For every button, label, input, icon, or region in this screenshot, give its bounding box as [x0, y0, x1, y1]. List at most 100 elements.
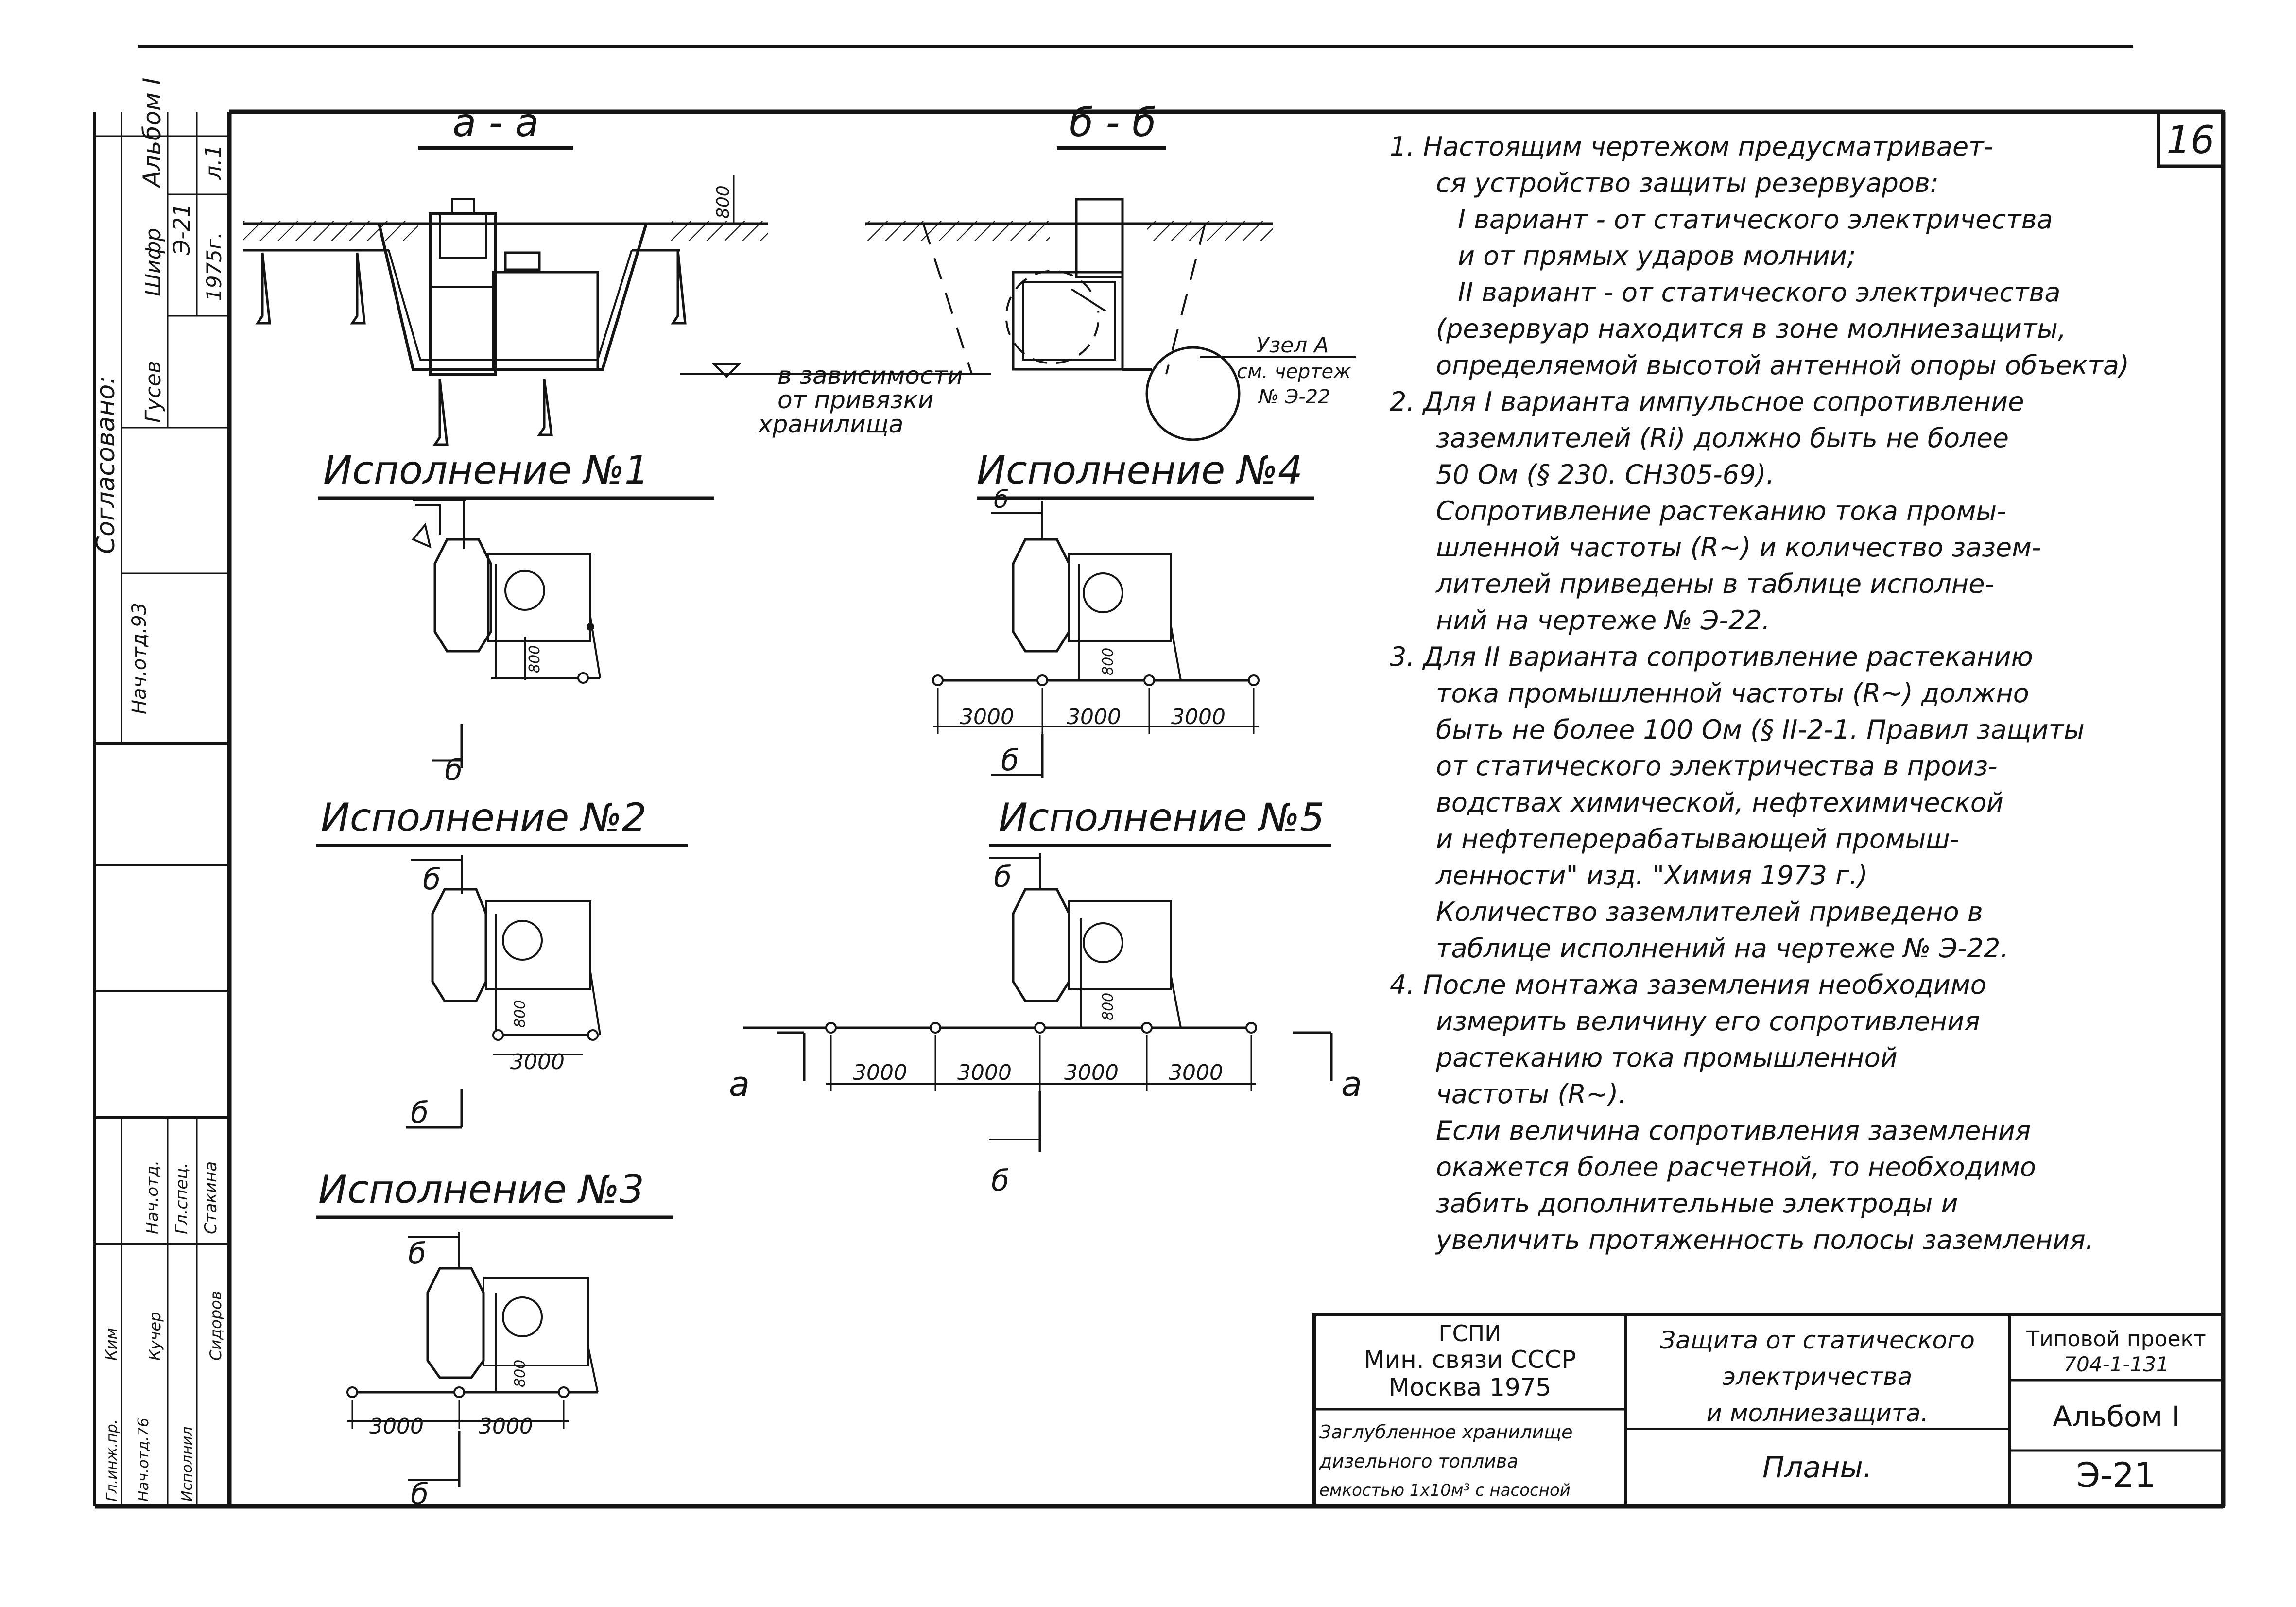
- v4-dim-3000-c: 3000: [1171, 705, 1226, 729]
- drawing-frame: [93, 109, 2226, 1509]
- note-line-30: забить дополнительные электроды и: [1436, 1188, 1958, 1219]
- note-line-19: водствах химической, нефтехимической: [1436, 787, 2003, 818]
- variant-2-title: Исполнение №2: [321, 795, 647, 840]
- strip-name-3: Ким: [102, 1328, 121, 1361]
- strip-sheet-no: л.1: [200, 144, 226, 180]
- section-aa-title: а - а: [452, 100, 539, 145]
- sheet-number: 16: [2166, 119, 2214, 162]
- notes-block: 1. Настоящим чертежом предусматривает-ся…: [1390, 131, 2129, 1255]
- album-label: Альбом I: [2053, 1400, 2179, 1433]
- note-line-11: Сопротивление растеканию тока промы-: [1436, 496, 2006, 526]
- note-line-22: Количество заземлителей приведено в: [1436, 897, 1983, 927]
- cut-a-left: а: [729, 1064, 750, 1104]
- v5-dim-3000-d: 3000: [1169, 1060, 1223, 1085]
- drawing-kind: Планы.: [1762, 1451, 1872, 1485]
- v5-dim-800: 800: [1100, 993, 1117, 1020]
- v5-dim-3000-a: 3000: [853, 1060, 907, 1085]
- strip-agreed-name: Гусев: [141, 361, 166, 423]
- v4-dim-3000-b: 3000: [1067, 705, 1121, 729]
- variant-5: Исполнение №5 б 800 3000 3000 3000 3000 …: [729, 795, 1362, 1198]
- section-bb: б - б Узел А см. чертеж № Э-22: [865, 100, 1356, 441]
- note-line-29: окажется более расчетной, то необходимо: [1436, 1152, 2036, 1182]
- note-line-8: 2. Для I варианта импульсное сопротивлен…: [1390, 386, 2024, 417]
- v2-cut-mark-bottom: б: [411, 1096, 429, 1130]
- variant-4: Исполнение №4 б 800 3000 3000 3000 б: [932, 448, 1314, 778]
- org-line-2: Мин. связи СССР: [1364, 1346, 1576, 1374]
- object-line-3: емкостью 1х10м³ с насосной: [1319, 1481, 1571, 1500]
- section-bb-title: б - б: [1070, 100, 1156, 145]
- depth-note-3: хранилища: [757, 410, 903, 438]
- note-line-18: от статического электричества в произ-: [1436, 751, 1998, 781]
- note-line-15: 3. Для II варианта сопротивление растека…: [1390, 641, 2033, 672]
- note-line-17: быть не более 100 Ом (§ II-2-1. Правил з…: [1436, 714, 2085, 745]
- note-line-1: 1. Настоящим чертежом предусматривает-: [1390, 131, 1993, 162]
- strip-stamp: Стакина: [201, 1161, 221, 1234]
- left-strip: Альбом I Э-21 л.1 1975г. Шифр Согласован…: [91, 78, 229, 1506]
- v5-cut-mark-bottom: б: [991, 1164, 1009, 1198]
- note-line-28: Если величина сопротивления заземления: [1436, 1115, 2031, 1146]
- note-line-10: 50 Ом (§ 230. СН305-69).: [1436, 459, 1775, 490]
- strip-name-4: Кучер: [146, 1312, 164, 1361]
- note-line-9: заземлителей (Ri) должно быть не более: [1436, 423, 2009, 453]
- variant-4-title: Исполнение №4: [977, 448, 1303, 493]
- drawing-line-3: и молниезащита.: [1706, 1399, 1928, 1427]
- note-line-4: и от прямых ударов молнии;: [1458, 241, 1856, 271]
- drawing-line-2: электричества: [1723, 1363, 1913, 1391]
- v1-dim-800: 800: [526, 645, 543, 673]
- org-line-3: Москва 1975: [1389, 1373, 1552, 1401]
- strip-dept-head: Нач.отд.93: [128, 603, 151, 714]
- variant-3-title: Исполнение №3: [318, 1167, 644, 1212]
- strip-agreed: Согласовано:: [91, 376, 121, 554]
- object-line-1: Заглубленное хранилище: [1319, 1421, 1572, 1443]
- v3-dim-3000-b: 3000: [479, 1414, 533, 1439]
- v5-dim-3000-c: 3000: [1064, 1060, 1119, 1085]
- variant-5-title: Исполнение №5: [999, 795, 1325, 840]
- note-line-2: ся устройство защиты резервуаров:: [1436, 168, 1939, 198]
- section-aa: а - а 800 в зависимости от привязки хран…: [243, 100, 991, 446]
- drawing-line-1: Защита от статического: [1660, 1326, 1975, 1354]
- note-line-23: таблице исполнений на чертеже № Э-22.: [1436, 933, 2009, 964]
- v1-cut-mark: б: [445, 753, 463, 787]
- note-line-21: ленности" изд. "Химия 1973 г.): [1435, 860, 1868, 891]
- v2-dim-3000: 3000: [510, 1050, 565, 1074]
- project-label: Типовой проект: [2026, 1327, 2206, 1351]
- note-line-12: шленной частоты (R~) и количество зазем-: [1436, 532, 2041, 563]
- strip-role-3: Гл.инж.пр.: [104, 1419, 121, 1502]
- note-line-6: (резервуар находится в зоне молниезащиты…: [1436, 313, 2066, 344]
- v3-cut-mark-bottom: б: [411, 1477, 429, 1511]
- note-line-25: измерить величину его сопротивления: [1436, 1006, 1980, 1037]
- note-line-5: II вариант - от статического электричест…: [1458, 277, 2060, 308]
- note-line-24: 4. После монтажа заземления необходимо: [1390, 969, 1986, 1000]
- v4-cut-mark-bottom: б: [1001, 743, 1019, 778]
- strip-album: Альбом I: [138, 78, 166, 189]
- cut-a-right: а: [1341, 1064, 1362, 1104]
- depth-dim: 800: [713, 185, 733, 219]
- node-a-callout: [1145, 346, 1241, 441]
- note-line-20: и нефтеперерабатывающей промыш-: [1436, 824, 1959, 854]
- v4-cut-mark-top: б: [994, 485, 1009, 514]
- variant-3: Исполнение №3 б 800 3000 3000 б: [316, 1167, 673, 1511]
- v5-dim-3000-b: 3000: [957, 1060, 1012, 1085]
- v2-cut-mark-top: б: [423, 863, 441, 897]
- v4-dim-3000-a: 3000: [960, 705, 1014, 729]
- strip-role-2: Гл.спец.: [172, 1163, 191, 1234]
- strip-role-1: Нач.отд.: [143, 1160, 162, 1234]
- note-line-3: I вариант - от статического электричеств…: [1458, 204, 2053, 235]
- v3-dim-800: 800: [512, 1360, 529, 1387]
- v5-cut-mark-top: б: [994, 860, 1012, 894]
- note-line-14: ний на чертеже № Э-22.: [1436, 605, 1770, 636]
- node-label-2: см. чертеж: [1237, 361, 1351, 383]
- title-block: ГСПИ Мин. связи СССР Москва 1975 Заглубл…: [1312, 1313, 2225, 1508]
- note-line-26: растеканию тока промышленной: [1435, 1042, 1898, 1073]
- v3-dim-3000-a: 3000: [369, 1414, 424, 1439]
- variant-2: Исполнение №2 б 800 3000 б: [316, 795, 688, 1130]
- v2-dim-800: 800: [512, 1000, 529, 1028]
- project-number: 704-1-131: [2063, 1352, 2169, 1376]
- depth-note-2: от привязки: [777, 386, 933, 414]
- ground-rods-aa: [255, 250, 687, 446]
- strip-shifr: Шифр: [141, 228, 166, 296]
- org-line-1: ГСПИ: [1438, 1320, 1501, 1347]
- strip-name-5: Сидоров: [207, 1291, 225, 1361]
- note-line-31: увеличить протяженность полосы заземлени…: [1435, 1225, 2094, 1255]
- strip-year: 1975г.: [202, 232, 226, 301]
